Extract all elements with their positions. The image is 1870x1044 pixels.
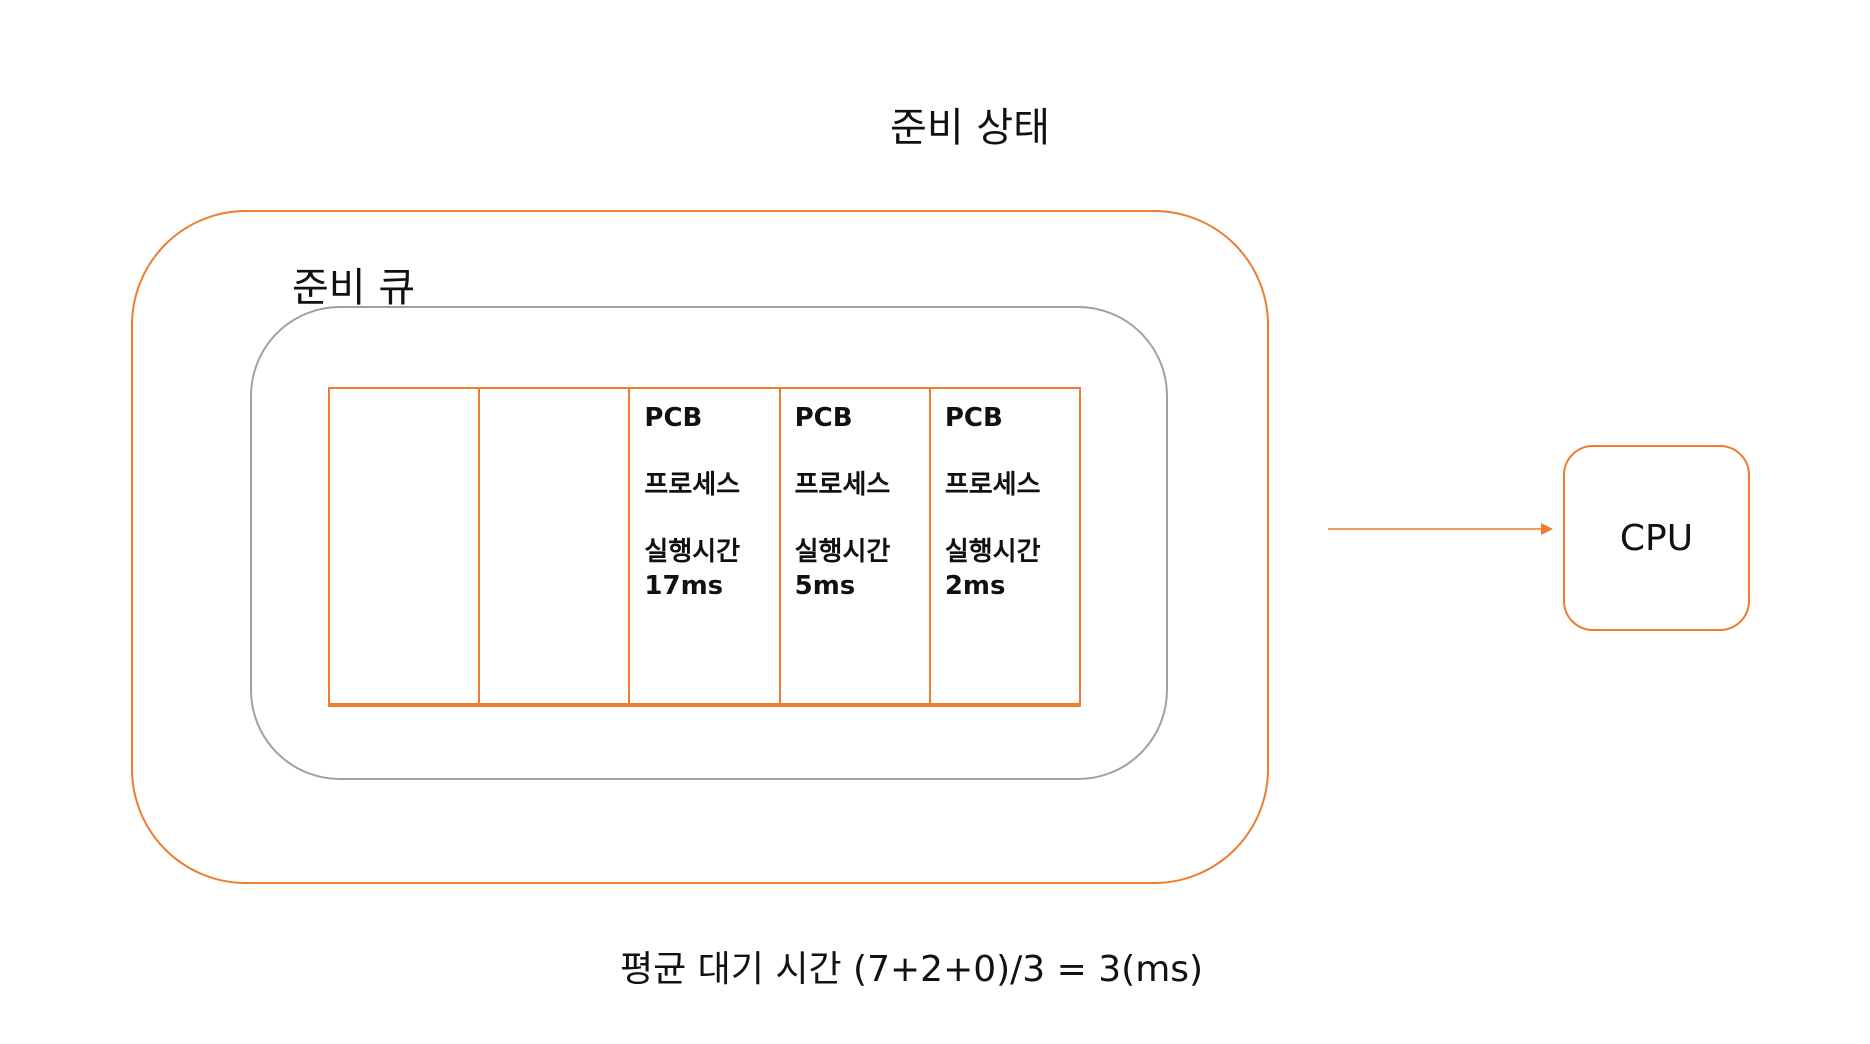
diagram-title: 준비 상태 [890, 105, 1050, 151]
queue-slot-1 [330, 389, 481, 703]
ready-state-container [131, 210, 1269, 884]
process-label: 프로세스 [944, 470, 1041, 500]
dispatch-arrow [1328, 523, 1553, 535]
process-label: 프로세스 [794, 470, 891, 500]
ready-queue-label: 준비 큐 [292, 265, 416, 311]
queue-slot-3: PCB 프로세스 실행시간 17ms [630, 389, 781, 703]
pcb-label: PCB [794, 403, 853, 433]
queue-slot-4: PCB 프로세스 실행시간 5ms [781, 389, 931, 703]
pcb-label: PCB [644, 403, 703, 433]
exec-time-label: 실행시간 [644, 537, 741, 567]
pcb-label: PCB [944, 403, 1003, 433]
queue-slot-5: PCB 프로세스 실행시간 2ms [931, 389, 1082, 703]
exec-time-value: 5ms [794, 571, 856, 601]
cpu-box: CPU [1563, 445, 1750, 631]
queue-slot-2 [480, 389, 631, 703]
exec-time-label: 실행시간 [944, 537, 1041, 567]
exec-time-value: 17ms [644, 571, 724, 601]
cpu-label: CPU [1619, 517, 1694, 559]
exec-time-value: 2ms [944, 571, 1006, 601]
exec-time-label: 실행시간 [794, 537, 891, 567]
process-label: 프로세스 [644, 470, 741, 500]
ready-queue-slots: PCB 프로세스 실행시간 17ms PCB 프로세스 실행시간 5ms PCB… [328, 387, 1082, 707]
ready-queue-container [250, 306, 1168, 780]
average-wait-time: 평균 대기 시간 (7+2+0)/3 = 3(ms) [620, 949, 1204, 990]
